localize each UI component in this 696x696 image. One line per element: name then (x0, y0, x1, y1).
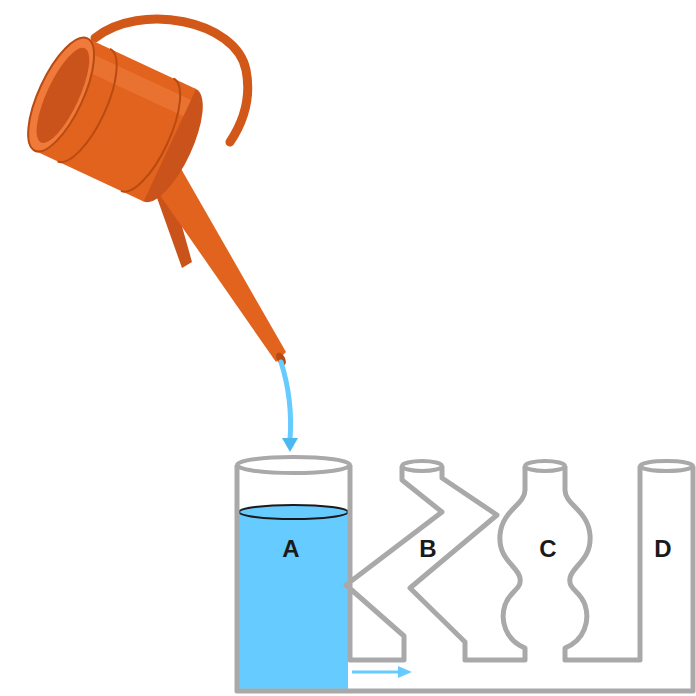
flow-arrowhead (398, 666, 412, 678)
stream-arrowhead (282, 438, 298, 452)
vessel-rim (402, 461, 442, 471)
water-fill (239, 512, 348, 689)
can-band (121, 78, 193, 200)
can-mouth (15, 29, 107, 160)
vessel-rim (640, 461, 693, 471)
vessel-letter: A (282, 537, 299, 561)
vessel-rim (525, 461, 565, 471)
vessel-letter: D (654, 537, 671, 561)
vessel-letter: B (419, 537, 436, 561)
water-stream (281, 362, 291, 440)
vessel-wall (346, 465, 442, 660)
vessel-wall (565, 466, 640, 660)
vessel-wall (410, 466, 525, 660)
vessel-outer-wall (237, 465, 693, 691)
can-body (15, 29, 216, 211)
can-opening (26, 41, 99, 149)
vessel-letter: C (539, 537, 556, 561)
vessel-rim (237, 457, 350, 473)
water-surface (239, 505, 348, 519)
flow-arrow-shaft (352, 671, 400, 674)
can-spout (148, 160, 286, 362)
